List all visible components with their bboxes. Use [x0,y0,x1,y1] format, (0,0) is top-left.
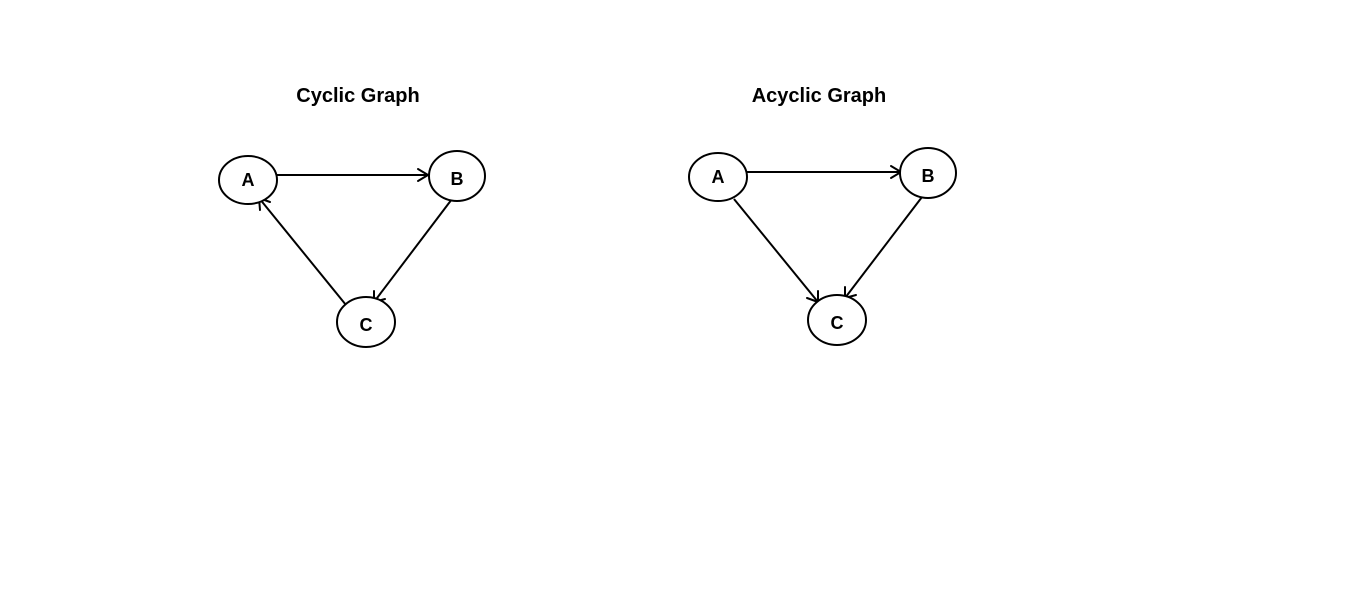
acyclic-node-b: B [899,147,957,199]
cyclic-node-c: C [336,296,396,348]
cyclic-node-a: A [218,155,278,205]
cyclic-node-b-label: B [451,169,464,189]
acyclic-node-a: A [688,152,748,202]
acyclic-graph-title: Acyclic Graph [752,85,887,107]
cyclic-edge-a-b [276,168,429,182]
cyclic-graph: Cyclic Graph A B C [218,85,486,348]
acyclic-node-c-label: C [831,313,844,333]
acyclic-node-a-label: A [712,167,725,187]
cyclic-node-a-label: A [242,170,255,190]
acyclic-node-b-label: B [922,166,935,186]
cyclic-node-c-label: C [360,315,373,335]
acyclic-node-c: C [807,294,867,346]
cyclic-graph-title: Cyclic Graph [296,85,419,107]
acyclic-graph: Acyclic Graph A B C [688,85,957,346]
cyclic-node-b: B [428,150,486,202]
